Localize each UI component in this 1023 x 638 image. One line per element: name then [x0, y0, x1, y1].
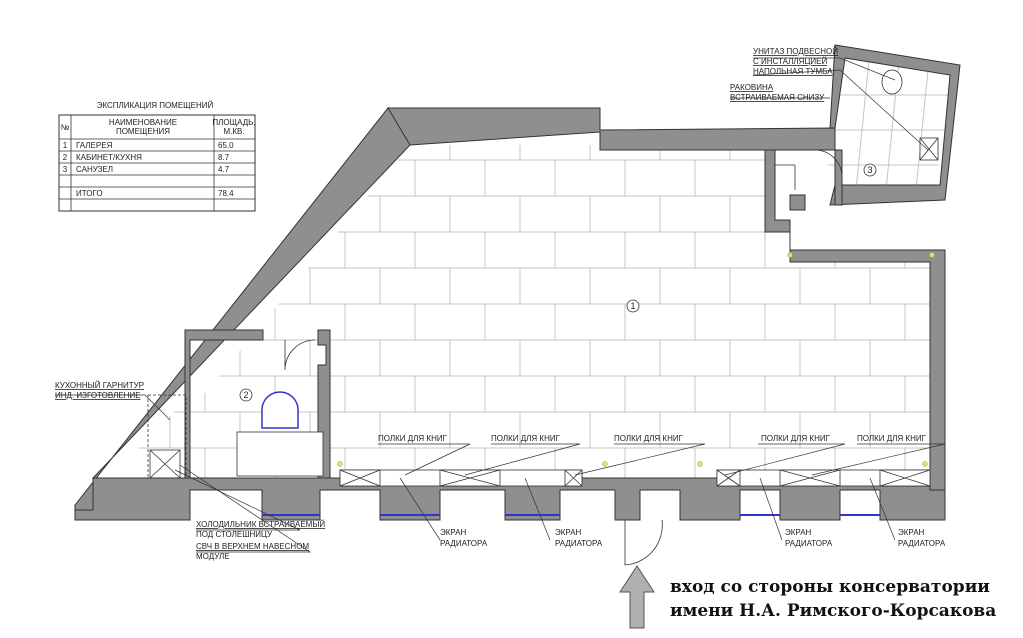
- walls: [74, 44, 961, 521]
- label-radiator: РАДИАТОРА: [555, 539, 603, 548]
- entrance-caption-line1: вход со стороны консерватории: [670, 577, 990, 597]
- row-name: КАБИНЕТ/КУХНЯ: [76, 153, 142, 162]
- row-area: 65.0: [218, 141, 234, 150]
- header-num: №: [61, 123, 70, 132]
- header-area-2: М.КВ.: [223, 127, 244, 136]
- row-area: 4.7: [218, 165, 230, 174]
- label-microwave-2: МОДУЛЕ: [196, 552, 230, 561]
- header-name-1: НАИМЕНОВАНИЕ: [109, 118, 177, 127]
- room-3-number: 3: [867, 165, 872, 175]
- label-screen: ЭКРАН: [555, 528, 582, 537]
- label-fridge-1: ХОЛОДИЛЬНИК ВСТРАИВАЕМЫЙ: [196, 520, 325, 529]
- label-screen: ЭКРАН: [440, 528, 467, 537]
- desk-and-chair: [236, 391, 324, 477]
- label-screen: ЭКРАН: [785, 528, 812, 537]
- room-1-number: 1: [630, 301, 635, 311]
- label-cabinet: НАПОЛЬНАЯ ТУМБА: [753, 67, 833, 76]
- explication-table: ЭКСПЛИКАЦИЯ ПОМЕЩЕНИЙ № НАИМЕНОВАНИЕ ПОМ…: [58, 101, 256, 212]
- label-sink-1: РАКОВИНА: [730, 83, 774, 92]
- room-1-marker: [626, 299, 640, 313]
- label-fridge-2: ПОД СТОЛЕШНИЦУ: [196, 530, 273, 539]
- floor-tiles: [100, 145, 930, 484]
- doors: [284, 149, 843, 566]
- label-shelves: ПОЛКИ ДЛЯ КНИГ: [761, 434, 831, 443]
- total-area: 78.4: [218, 189, 234, 198]
- total-label: ИТОГО: [76, 189, 103, 198]
- row-area: 8.7: [218, 153, 230, 162]
- label-shelves: ПОЛКИ ДЛЯ КНИГ: [857, 434, 927, 443]
- label-toilet-1: УНИТАЗ ПОДВЕСНОЙ: [753, 47, 838, 56]
- kitchen-unit: [147, 394, 187, 479]
- row-name: САНУЗЕЛ: [76, 165, 113, 174]
- label-kitchen-1: КУХОННЫЙ ГАРНИТУР: [55, 381, 144, 390]
- label-radiator: РАДИАТОРА: [898, 539, 946, 548]
- wc-tiles: [825, 55, 955, 195]
- row-num: 1: [63, 141, 68, 150]
- row-num: 3: [63, 165, 68, 174]
- annotations: УНИТАЗ ПОДВЕСНОЙ С ИНСТАЛЛЯЦИЕЙ НАПОЛЬНА…: [55, 47, 946, 561]
- label-shelves: ПОЛКИ ДЛЯ КНИГ: [491, 434, 561, 443]
- entrance-caption-line2: имени Н.А. Римского-Корсакова: [670, 601, 996, 621]
- header-name-2: ПОМЕЩЕНИЯ: [116, 127, 170, 136]
- label-microwave-1: СВЧ В ВЕРХНЕМ НАВЕСНОМ: [196, 542, 309, 551]
- shelves-radiators: [339, 469, 931, 487]
- row-num: 2: [63, 153, 68, 162]
- label-shelves: ПОЛКИ ДЛЯ КНИГ: [378, 434, 448, 443]
- label-radiator: РАДИАТОРА: [785, 539, 833, 548]
- room-2-number: 2: [243, 390, 248, 400]
- light-markers: [337, 252, 935, 467]
- label-shelves: ПОЛКИ ДЛЯ КНИГ: [614, 434, 684, 443]
- row-name: ГАЛЕРЕЯ: [76, 141, 113, 150]
- leader-lines: [55, 57, 946, 553]
- wc-fixtures: [881, 69, 939, 161]
- room-3-marker: [863, 163, 877, 177]
- table-title: ЭКСПЛИКАЦИЯ ПОМЕЩЕНИЙ: [97, 101, 214, 110]
- label-screen: ЭКРАН: [898, 528, 925, 537]
- label-toilet-2: С ИНСТАЛЛЯЦИЕЙ: [753, 57, 827, 66]
- entrance-arrow-icon: [619, 565, 655, 629]
- room-2-marker: [239, 388, 253, 402]
- label-kitchen-2: ИНД. ИЗГОТОВЛЕНИЕ: [55, 391, 141, 400]
- label-sink-2: ВСТРАИВАЕМАЯ СНИЗУ: [730, 93, 825, 102]
- label-radiator: РАДИАТОРА: [440, 539, 488, 548]
- header-area-1: ПЛОЩАДЬ,: [212, 118, 255, 127]
